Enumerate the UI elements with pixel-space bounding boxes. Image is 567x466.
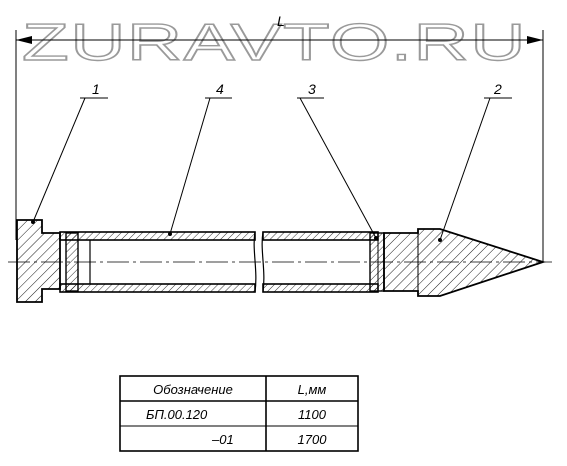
table-cell-length-1: 1100 bbox=[298, 407, 327, 422]
watermark-text: ZURAVTO.RU bbox=[22, 14, 527, 72]
spec-table bbox=[119, 375, 359, 452]
part-1-cap bbox=[16, 219, 61, 303]
dimension-label: L bbox=[277, 13, 285, 29]
table-cell-length-2: 1700 bbox=[298, 432, 328, 447]
dimension-arrow-left bbox=[16, 36, 32, 44]
leader-dot-4 bbox=[168, 232, 172, 236]
table-header-designation: Обозначение bbox=[153, 382, 233, 397]
part-3-insert bbox=[369, 232, 385, 292]
dimension-arrow-right bbox=[527, 36, 543, 44]
left-insert-ring bbox=[65, 232, 91, 292]
table-header-length: L,мм bbox=[298, 382, 327, 397]
callout-1: 1 bbox=[92, 81, 100, 97]
part-2-tip bbox=[383, 228, 546, 297]
table-cell-designation-2: –01 bbox=[211, 432, 234, 447]
leader-dot-1 bbox=[31, 220, 35, 224]
callout-3: 3 bbox=[308, 81, 316, 97]
leaders bbox=[32, 97, 512, 241]
callout-2: 2 bbox=[493, 81, 502, 97]
leader-dot-2 bbox=[438, 238, 442, 242]
table-cell-designation-1: БП.00.120 bbox=[146, 407, 208, 422]
callout-4: 4 bbox=[216, 81, 224, 97]
leader-dot-3 bbox=[374, 236, 378, 240]
dimension-l bbox=[15, 30, 544, 262]
